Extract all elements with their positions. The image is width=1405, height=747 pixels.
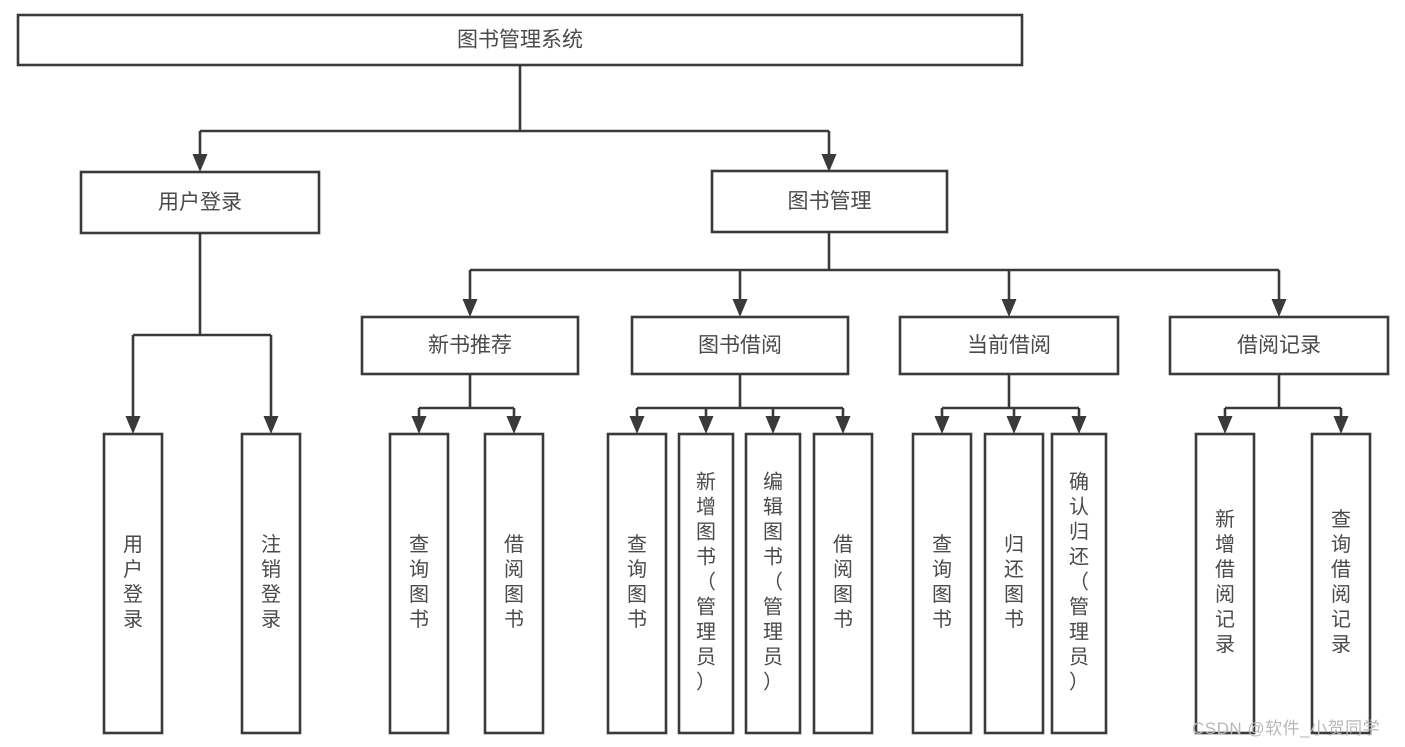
node-l3-0-label: 新书推荐 [428, 334, 512, 357]
node-leaf-4-box[interactable] [606, 432, 668, 735]
arrow-head-icon [192, 154, 208, 172]
node-layer: 图书管理系统用户登录图书管理新书推荐图书借阅当前借阅借阅记录用户登录注销登录查询… [16, 13, 1390, 735]
node-l3-1[interactable]: 图书借阅 [630, 315, 850, 376]
connector-userlogin-to-leaves [125, 233, 279, 434]
node-leaf-6-label: 编辑图书（管理员） [763, 471, 783, 694]
node-l3-0[interactable]: 新书推荐 [360, 315, 580, 376]
node-l3-3-box[interactable] [1168, 315, 1390, 376]
node-leaf-12-box[interactable] [1310, 432, 1372, 735]
node-leaf-3-box[interactable] [483, 432, 545, 735]
node-leaf-10[interactable]: 确认归还（管理员） [1050, 432, 1108, 735]
node-leaf-8-box[interactable] [911, 432, 973, 735]
node-leaf-7-label: 借阅图书 [833, 533, 853, 631]
node-leaf-9-label: 归还图书 [1004, 533, 1024, 631]
node-leaf-1-label: 注销登录 [261, 533, 281, 631]
node-leaf-3[interactable]: 借阅图书 [483, 432, 545, 735]
arrow-head-icon [506, 416, 522, 434]
node-leaf-3-label: 借阅图书 [504, 533, 524, 631]
node-leaf-9[interactable]: 归还图书 [983, 432, 1045, 735]
arrow-head-icon [411, 416, 427, 434]
node-l3-1-label: 图书借阅 [698, 334, 782, 357]
node-leaf-6-box[interactable] [744, 432, 802, 735]
node-leaf-11[interactable]: 新增借阅记录 [1194, 432, 1256, 735]
connector-root-to-level2 [192, 65, 837, 172]
connector-borrow-to-leaves [629, 374, 851, 434]
node-leaf-11-box[interactable] [1194, 432, 1256, 735]
node-leaf-2[interactable]: 查询图书 [388, 432, 450, 735]
node-l2-1-box[interactable] [710, 169, 949, 234]
node-leaf-8[interactable]: 查询图书 [911, 432, 973, 735]
connector-newbook-to-leaves [411, 374, 522, 434]
node-root-图书管理系统-label: 图书管理系统 [457, 29, 583, 52]
arrow-head-icon [1217, 416, 1233, 434]
arrow-head-icon [732, 299, 748, 317]
node-leaf-4-label: 查询图书 [627, 533, 647, 631]
node-leaf-1[interactable]: 注销登录 [240, 432, 302, 735]
node-leaf-10-box[interactable] [1050, 432, 1108, 735]
arrow-head-icon [629, 416, 645, 434]
node-l2-1[interactable]: 图书管理 [710, 169, 949, 234]
arrow-head-icon [1333, 416, 1349, 434]
node-leaf-12-label: 查询借阅记录 [1331, 508, 1351, 656]
node-leaf-0-label: 用户登录 [123, 534, 143, 631]
node-leaf-5-box[interactable] [677, 432, 735, 735]
connector-current-to-leaves [934, 374, 1087, 434]
arrow-head-icon [821, 154, 837, 172]
node-l3-1-box[interactable] [630, 315, 850, 376]
connector-record-to-leaves [1217, 374, 1349, 434]
node-leaf-0-box[interactable] [102, 432, 164, 735]
node-l3-2-label: 当前借阅 [967, 334, 1051, 357]
node-leaf-2-label: 查询图书 [409, 533, 429, 631]
node-l3-3[interactable]: 借阅记录 [1168, 315, 1390, 376]
arrow-head-icon [934, 416, 950, 434]
arrow-head-icon [765, 416, 781, 434]
node-l3-3-label: 借阅记录 [1237, 334, 1321, 357]
connector-level2-to-level3 [462, 232, 1287, 317]
node-l2-0-label: 用户登录 [158, 191, 242, 214]
arrow-head-icon [835, 416, 851, 434]
arrow-head-icon [125, 416, 141, 434]
node-leaf-6[interactable]: 编辑图书（管理员） [744, 432, 802, 735]
node-leaf-10-label: 确认归还（管理员） [1069, 471, 1089, 694]
node-l2-1-label: 图书管理 [788, 190, 872, 213]
node-leaf-7[interactable]: 借阅图书 [812, 432, 874, 735]
arrow-head-icon [1006, 416, 1022, 434]
node-leaf-4[interactable]: 查询图书 [606, 432, 668, 735]
arrow-head-icon [1001, 299, 1017, 317]
node-l2-0[interactable]: 用户登录 [79, 170, 321, 235]
node-l3-2-box[interactable] [898, 315, 1120, 376]
node-l3-2[interactable]: 当前借阅 [898, 315, 1120, 376]
node-leaf-2-box[interactable] [388, 432, 450, 735]
arrow-head-icon [263, 416, 279, 434]
node-leaf-5-label: 新增图书（管理员） [696, 471, 716, 694]
node-root-图书管理系统[interactable]: 图书管理系统 [16, 13, 1024, 67]
connector-layer [125, 65, 1349, 434]
node-l2-0-box[interactable] [79, 170, 321, 235]
node-l3-0-box[interactable] [360, 315, 580, 376]
node-root-图书管理系统-box[interactable] [16, 13, 1024, 67]
arrow-head-icon [462, 299, 478, 317]
node-leaf-9-box[interactable] [983, 432, 1045, 735]
arrow-head-icon [1271, 299, 1287, 317]
arrow-head-icon [698, 416, 714, 434]
arrow-head-icon [1071, 416, 1087, 434]
node-leaf-7-box[interactable] [812, 432, 874, 735]
node-leaf-11-label: 新增借阅记录 [1215, 508, 1235, 656]
node-leaf-8-label: 查询图书 [932, 533, 952, 631]
node-leaf-1-box[interactable] [240, 432, 302, 735]
node-leaf-0[interactable]: 用户登录 [102, 432, 164, 735]
node-leaf-12[interactable]: 查询借阅记录 [1310, 432, 1372, 735]
node-leaf-5[interactable]: 新增图书（管理员） [677, 432, 735, 735]
